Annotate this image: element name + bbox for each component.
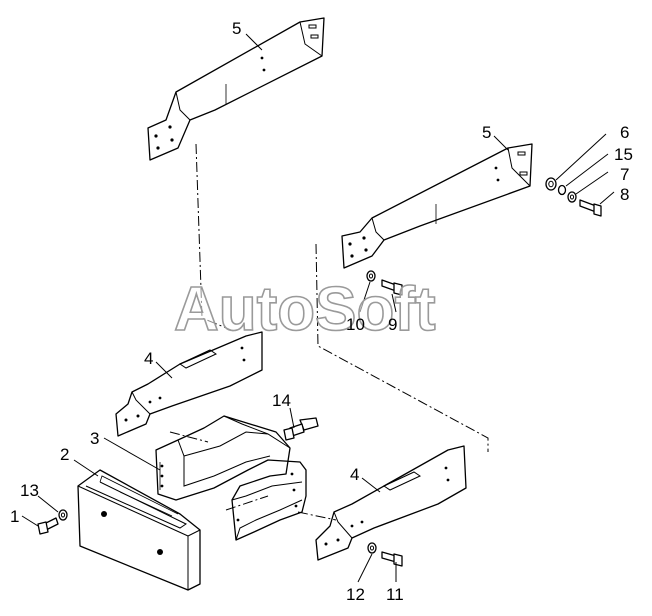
washer-13 — [58, 509, 68, 521]
bolt-11 — [381, 551, 403, 567]
nut-6 — [545, 177, 557, 191]
washer-12 — [367, 542, 377, 554]
part-4-right-bracket — [315, 445, 467, 561]
lock-washer-15 — [557, 184, 567, 196]
callout-9: 9 — [388, 315, 397, 334]
bolt-1 — [37, 517, 59, 535]
callout-6: 6 — [620, 123, 629, 142]
assembly-center-lines — [169, 143, 489, 521]
callout-14: 14 — [272, 391, 291, 410]
callout-12: 12 — [346, 585, 365, 604]
bolt-8 — [579, 199, 602, 217]
part-3-support-bracket — [155, 415, 307, 541]
callout-8: 8 — [620, 185, 629, 204]
bolt-14 — [283, 417, 319, 441]
callout-labels: 5 5 6 15 7 8 10 9 4 3 14 2 4 13 1 12 11 — [10, 19, 633, 604]
callout-leaders — [21, 33, 615, 583]
fastener-group-lower — [367, 542, 403, 567]
callout-3: 3 — [90, 429, 99, 448]
fastener-group-middle — [366, 270, 403, 296]
part-5-upper-bracket — [147, 17, 325, 161]
watermark-logo: AutoSoft — [174, 275, 436, 344]
callout-5-upper: 5 — [232, 19, 241, 38]
bolt-9 — [381, 279, 403, 296]
callout-1: 1 — [10, 507, 19, 526]
part-5-right-bracket — [341, 143, 533, 269]
part-4-left-bracket — [115, 331, 263, 437]
callout-4-left: 4 — [144, 349, 153, 368]
callout-5-right: 5 — [482, 123, 491, 142]
callout-11: 11 — [386, 585, 404, 604]
callout-2: 2 — [60, 445, 69, 464]
washer-7 — [567, 191, 577, 203]
callout-10: 10 — [346, 315, 365, 334]
fastener-group-left — [37, 509, 68, 535]
callout-15: 15 — [614, 145, 633, 164]
washer-10 — [366, 270, 376, 282]
part-2-housing — [77, 469, 201, 591]
callout-7: 7 — [620, 165, 629, 184]
callout-4-right: 4 — [350, 465, 359, 484]
fastener-group-upper-right — [545, 177, 602, 217]
callout-13: 13 — [20, 481, 39, 500]
